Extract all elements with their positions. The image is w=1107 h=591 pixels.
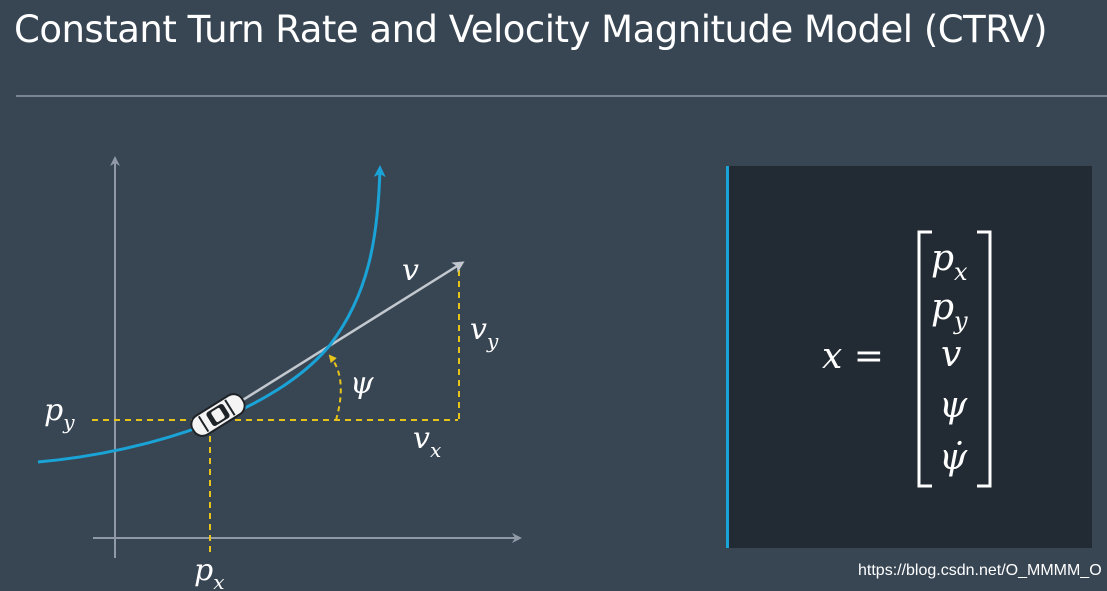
- yaw-angle-arc: [328, 354, 342, 421]
- vx-label: vx: [413, 421, 441, 462]
- watermark-url: https://blog.csdn.net/O_MMMM_O: [858, 562, 1102, 579]
- state-entry-v: v: [941, 334, 961, 375]
- state-entry-py: py: [931, 287, 968, 335]
- title-divider: [16, 95, 1107, 97]
- state-vector-equation: x = px py v ψ ψ̇: [822, 230, 992, 488]
- velocity-label: v: [402, 253, 419, 288]
- state-vector-panel: x = px py v ψ ψ̇: [726, 166, 1092, 548]
- trajectory-curve: [37, 165, 386, 464]
- page-title: Constant Turn Rate and Velocity Magnitud…: [14, 8, 1048, 51]
- car-icon: [190, 393, 246, 437]
- velocity-vector: [213, 261, 465, 420]
- px-label: px: [194, 553, 225, 591]
- py-label: py: [44, 393, 75, 434]
- vy-label: vy: [470, 312, 499, 353]
- state-vector-lhs: x =: [822, 336, 884, 377]
- state-entry-psi-dot: ψ̇: [939, 437, 968, 478]
- state-entry-psi: ψ: [939, 385, 968, 426]
- left-bracket: [917, 230, 932, 488]
- state-entry-px: px: [931, 238, 968, 286]
- psi-label: ψ: [350, 366, 374, 401]
- right-bracket: [977, 230, 992, 488]
